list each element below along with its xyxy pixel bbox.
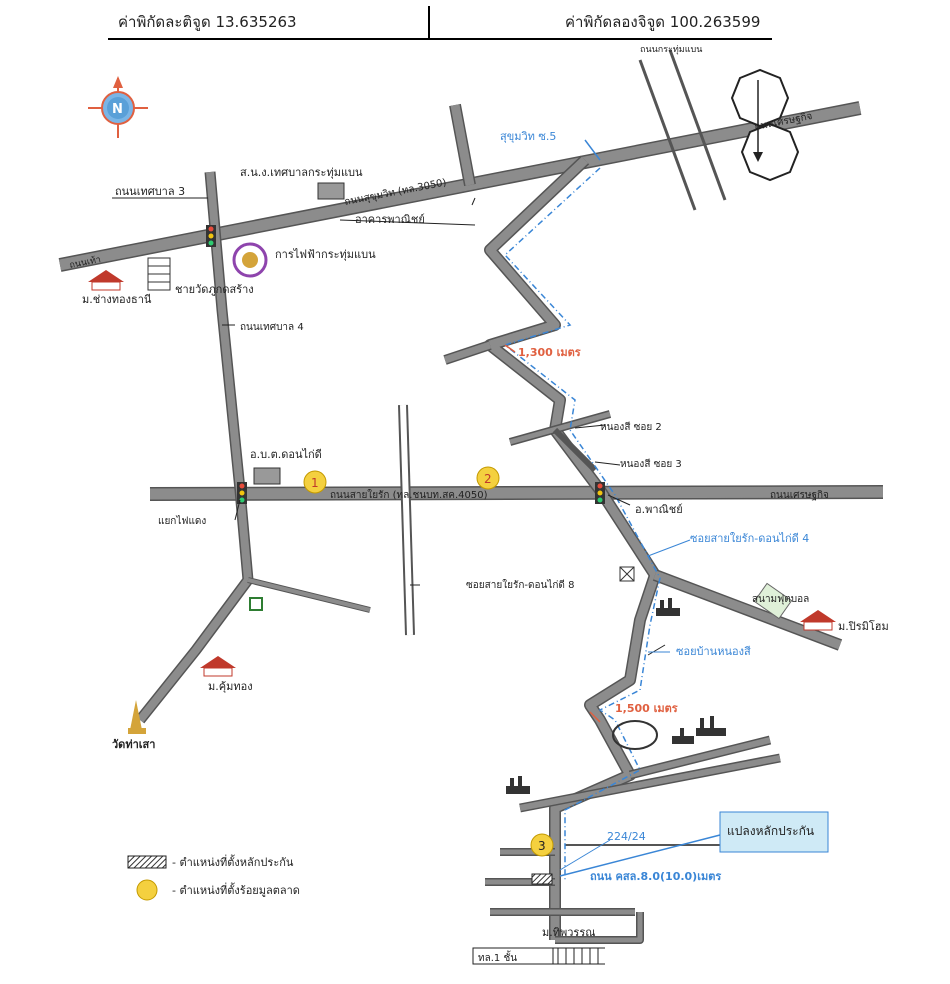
octagon-icon xyxy=(740,122,800,182)
legend-collateral-label: - ตำแหน่งที่ตั้งหลักประกัน xyxy=(172,854,294,869)
traffic-light-icon xyxy=(595,482,605,504)
highway-box xyxy=(472,947,554,965)
latitude-label: ค่าพิกัดละติจูด 13.635263 xyxy=(118,13,297,31)
marker-3-label: 3 xyxy=(538,839,546,853)
market-marker-2 xyxy=(476,466,500,490)
marker-2-label: 2 xyxy=(484,472,492,486)
label-municipality-office: ส.น.ง.เทศบาลกระทุ่มแบน xyxy=(240,166,363,179)
compass-letter: N xyxy=(112,102,123,117)
label-thetsaban-3: ถนนเทศบาล 3 xyxy=(115,185,185,198)
house-icon xyxy=(200,656,236,677)
label-soi-sai-yai-rak-8: ซอยสายใยรัก-ดอนไก่ดี 8 xyxy=(466,579,574,591)
road-network xyxy=(58,49,884,944)
octagon-icon xyxy=(730,68,790,128)
landmark-box-icon xyxy=(619,566,635,582)
label-commercial-2: อ.พาณิชย์ xyxy=(635,503,683,516)
temple-icon xyxy=(128,700,146,734)
label-nong-si-3: หนองสี ซอย 3 xyxy=(620,458,682,470)
route-line xyxy=(503,167,661,880)
label-highway-1: ทล.1 ชั้น xyxy=(478,950,517,964)
label-thetsaban-4: ถนนเทศบาล 4 xyxy=(240,322,304,333)
label-sukhumvit-soi-5: สุขุมวิท ซ.5 xyxy=(500,130,556,143)
legend-market-icon xyxy=(136,879,158,901)
marker-1-label: 1 xyxy=(311,476,319,490)
label-obt-don-kai-di: อ.บ.ต.ดอนไก่ดี xyxy=(250,448,322,461)
label-football-field: สนามฟุตบอล xyxy=(752,594,809,605)
traffic-light-icon xyxy=(237,482,247,504)
football-field-icon xyxy=(753,582,793,620)
factory-icon xyxy=(656,598,680,616)
legend-market-label: - ตำแหน่งที่ตั้งร้อยมูลตลาด xyxy=(172,882,300,897)
label-concrete-road: ถนน คสล.8.0(10.0)เมตร xyxy=(590,870,721,883)
label-setthakit-2: ถนนเศรษฐกิจ xyxy=(770,490,829,501)
collateral-callout xyxy=(719,811,829,853)
building-icon xyxy=(147,257,171,291)
factory-icon xyxy=(672,728,694,744)
market-marker-3 xyxy=(530,833,554,857)
factory-icon xyxy=(696,716,726,736)
label-parcel-number: 224/24 xyxy=(607,830,646,843)
label-soi-ban-nong-si: ซอยบ้านหนองสี xyxy=(676,645,751,658)
label-wat-tha-sao: วัดท่าเสา xyxy=(112,738,155,751)
label-kum-thong: ม.คุ้มทอง xyxy=(208,680,253,693)
house-icon xyxy=(88,270,124,291)
label-top-right-road: ถนนกระทุ่มแบน xyxy=(640,45,702,55)
collateral-plot-icon xyxy=(531,873,553,885)
pond-icon xyxy=(612,720,658,750)
sukhumvit-soi-5-pointer xyxy=(584,139,601,161)
legend-collateral-icon xyxy=(127,855,167,869)
building-icon xyxy=(317,182,345,200)
label-commercial-building: อาคารพาณิชย์ xyxy=(355,213,425,226)
factory-icon xyxy=(506,776,530,794)
building-icon xyxy=(253,467,281,485)
label-nong-si-2: หนองสี ซอย 2 xyxy=(600,421,662,433)
convenience-store-icon xyxy=(249,597,263,611)
label-distance-1500: 1,500 เมตร xyxy=(615,702,678,715)
house-icon xyxy=(800,610,836,631)
label-sai-yai-rak-road: ถนนสายใยรัก (ทล.ชนบท.สค.4050) xyxy=(330,489,488,501)
label-soi-sai-yai-rak-4: ซอยสายใยรัก-ดอนไก่ดี 4 xyxy=(690,532,809,545)
label-thippawan-village: ม.ทิพวรรณ xyxy=(542,926,595,939)
label-chang-thong-thani: ม.ช่างทองธานี xyxy=(82,293,152,306)
road-nong-si-3 xyxy=(552,427,598,473)
label-distance-1300: 1,300 เมตร xyxy=(518,346,581,359)
label-sai-wat-phu: ชายวัดภูกดสร้าง xyxy=(175,283,254,296)
traffic-light-icon xyxy=(206,225,216,247)
road-top-right xyxy=(638,59,697,211)
label-traffic-intersection: แยกไฟแดง xyxy=(158,515,206,527)
market-marker-1 xyxy=(303,470,327,494)
label-pirom-village: ม.ปิรมิโฮม xyxy=(838,619,889,633)
electricity-logo-icon xyxy=(232,242,268,278)
compass-icon xyxy=(88,76,148,138)
collateral-callout-label: แปลงหลักประกัน xyxy=(727,824,814,838)
label-electricity: การไฟฟ้ากระทุ่มแบน xyxy=(275,248,376,261)
longitude-label: ค่าพิกัดลองจิจูด 100.263599 xyxy=(565,13,761,31)
header-divider xyxy=(428,6,430,39)
header-underline xyxy=(108,38,772,40)
